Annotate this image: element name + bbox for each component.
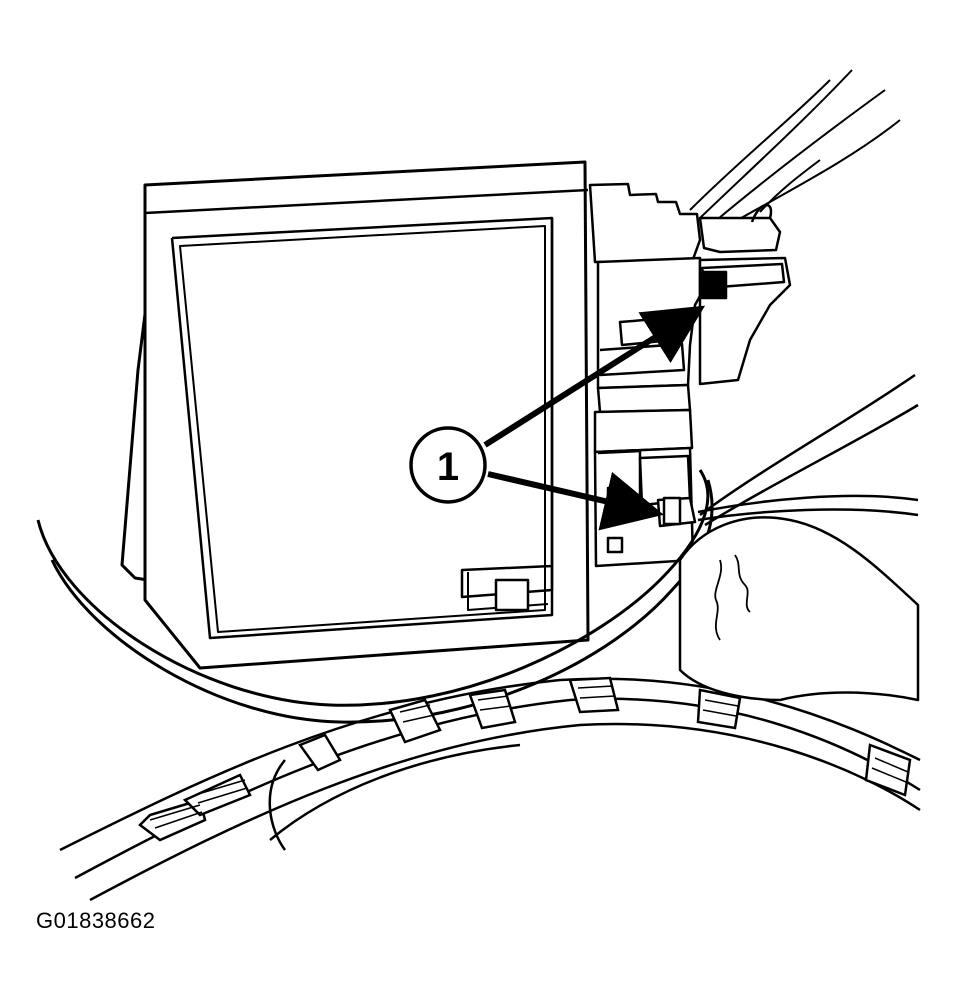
callout-bubble: 1: [409, 426, 487, 504]
arrow-to-upper-connector: [483, 305, 706, 448]
insulation-sleeve: [678, 516, 920, 702]
arrow-to-lower-connector: [487, 471, 664, 531]
callout-arrows: [483, 305, 706, 531]
right-wire-group: [697, 373, 919, 527]
tape-stripes: [149, 685, 909, 829]
callout-number: 1: [437, 445, 459, 489]
figure-id-label: G01838662: [36, 908, 156, 933]
control-module: [143, 160, 590, 670]
harness-tape-wraps: [138, 676, 912, 842]
upper-wire-bundle: [689, 69, 901, 231]
upper-connector: [698, 203, 792, 386]
